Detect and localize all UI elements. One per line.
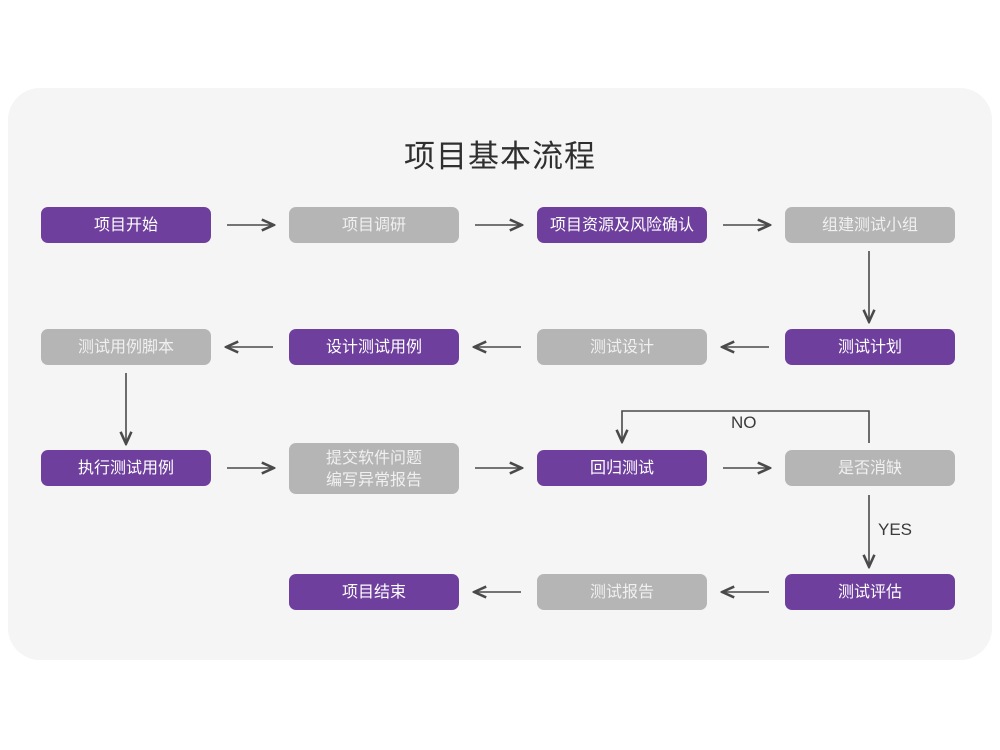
edge-label-yes: YES (878, 520, 913, 539)
node-regression-test[interactable]: 回归测试 (537, 450, 707, 486)
node-defect-cleared[interactable]: 是否消缺 (785, 450, 955, 486)
node-project-research[interactable]: 项目调研 (289, 207, 459, 243)
node-test-report[interactable]: 测试报告 (537, 574, 707, 610)
node-submit-issue-report[interactable]: 提交软件问题 编写异常报告 (289, 443, 459, 494)
node-design-test-case[interactable]: 设计测试用例 (289, 329, 459, 365)
node-form-test-team[interactable]: 组建测试小组 (785, 207, 955, 243)
node-resource-risk-confirm[interactable]: 项目资源及风险确认 (537, 207, 707, 243)
node-project-end[interactable]: 项目结束 (289, 574, 459, 610)
page-title: 项目基本流程 (404, 139, 596, 175)
node-execute-test-case[interactable]: 执行测试用例 (41, 450, 211, 486)
node-project-start[interactable]: 项目开始 (41, 207, 211, 243)
diagram-card (8, 88, 992, 660)
edge-label-no: NO (731, 413, 757, 432)
node-test-plan[interactable]: 测试计划 (785, 329, 955, 365)
node-test-evaluation[interactable]: 测试评估 (785, 574, 955, 610)
node-test-design[interactable]: 测试设计 (537, 329, 707, 365)
node-test-case-script[interactable]: 测试用例脚本 (41, 329, 211, 365)
